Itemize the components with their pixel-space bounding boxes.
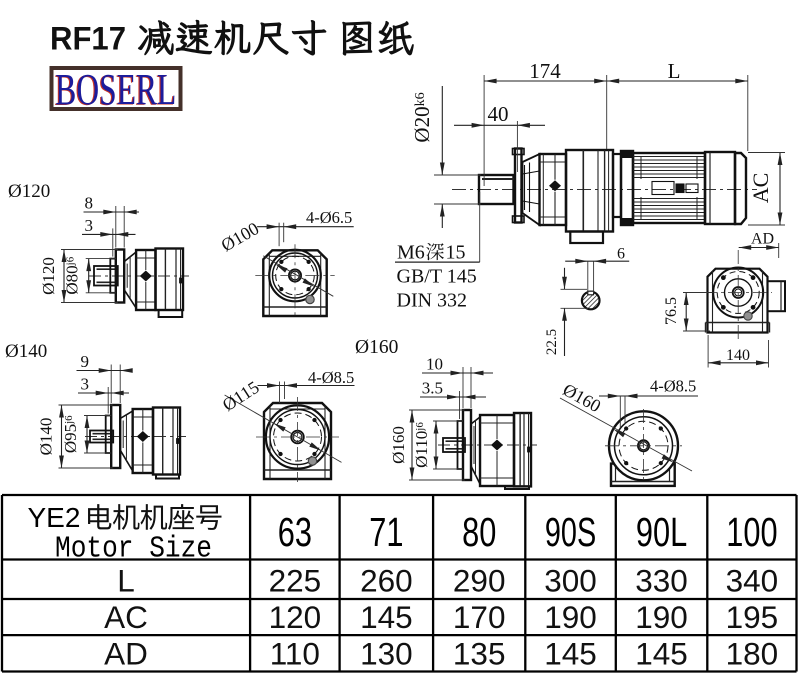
svg-text:L: L — [668, 59, 681, 83]
svg-text:Motor Size: Motor Size — [55, 532, 212, 567]
svg-text:9: 9 — [81, 352, 90, 371]
svg-text:40: 40 — [488, 102, 509, 126]
svg-text:6: 6 — [617, 246, 625, 263]
svg-text:174: 174 — [529, 59, 561, 83]
svg-text:DIN 332: DIN 332 — [397, 290, 468, 312]
svg-text:110: 110 — [270, 636, 320, 672]
svg-text:AC: AC — [104, 599, 148, 635]
svg-text:M6: M6 — [397, 242, 425, 264]
svg-text:BOSERL: BOSERL — [54, 66, 175, 115]
svg-text:190: 190 — [635, 599, 688, 635]
svg-text:140: 140 — [726, 347, 750, 364]
svg-text:225: 225 — [269, 563, 322, 599]
svg-text:Ø20k6: Ø20k6 — [410, 92, 434, 142]
svg-text:Ø95j6: Ø95j6 — [61, 415, 80, 453]
svg-text:15: 15 — [446, 242, 466, 264]
svg-text:100: 100 — [726, 509, 777, 555]
svg-text:76.5: 76.5 — [663, 297, 680, 325]
svg-text:AD: AD — [104, 636, 148, 672]
svg-text:3: 3 — [85, 216, 94, 235]
svg-text:Ø140: Ø140 — [37, 418, 56, 456]
svg-text:290: 290 — [453, 563, 506, 599]
svg-text:170: 170 — [453, 599, 506, 635]
svg-text:71: 71 — [369, 509, 403, 555]
svg-text:3.5: 3.5 — [422, 379, 443, 398]
svg-text:L: L — [117, 563, 135, 599]
svg-text:Ø120: Ø120 — [8, 181, 50, 202]
svg-text:RF17: RF17 — [50, 21, 126, 57]
svg-text:135: 135 — [453, 636, 506, 672]
svg-text:Ø110j6: Ø110j6 — [412, 422, 431, 468]
svg-text:Ø160: Ø160 — [560, 379, 605, 416]
svg-text:300: 300 — [544, 563, 597, 599]
svg-text:4-Ø8.5: 4-Ø8.5 — [650, 377, 696, 396]
svg-text:145: 145 — [544, 636, 597, 672]
svg-text:63: 63 — [278, 509, 312, 555]
svg-text:8: 8 — [85, 194, 94, 213]
svg-text:Ø160: Ø160 — [389, 426, 408, 464]
svg-text:80: 80 — [462, 509, 496, 555]
svg-text:22.5: 22.5 — [544, 329, 560, 355]
svg-text:330: 330 — [635, 563, 688, 599]
svg-text:340: 340 — [726, 563, 779, 599]
svg-text:180: 180 — [726, 636, 779, 672]
svg-text:4-Ø6.5: 4-Ø6.5 — [306, 208, 352, 227]
svg-text:AD: AD — [751, 231, 774, 248]
svg-text:Ø100: Ø100 — [218, 218, 263, 255]
svg-text:260: 260 — [360, 563, 413, 599]
svg-text:145: 145 — [635, 636, 688, 672]
svg-text:90S: 90S — [545, 509, 596, 555]
svg-text:YE2: YE2 — [28, 502, 81, 533]
svg-text:Ø120: Ø120 — [39, 257, 58, 295]
svg-text:Ø80j6: Ø80j6 — [63, 256, 82, 294]
svg-text:130: 130 — [360, 636, 413, 672]
svg-text:120: 120 — [269, 599, 322, 635]
svg-text:Ø115: Ø115 — [219, 377, 263, 415]
svg-text:4-Ø8.5: 4-Ø8.5 — [308, 368, 354, 387]
svg-text:145: 145 — [360, 599, 413, 635]
svg-text:Ø160: Ø160 — [355, 337, 398, 358]
svg-text:Ø140: Ø140 — [5, 341, 47, 362]
svg-text:10: 10 — [426, 355, 443, 374]
svg-text:90L: 90L — [636, 509, 687, 555]
svg-text:190: 190 — [544, 599, 597, 635]
svg-text:AC: AC — [748, 173, 773, 204]
svg-text:GB/T 145: GB/T 145 — [397, 266, 477, 288]
svg-text:195: 195 — [726, 599, 779, 635]
svg-text:BOSERL: BOSERL — [55, 65, 176, 114]
svg-text:3: 3 — [81, 375, 90, 394]
